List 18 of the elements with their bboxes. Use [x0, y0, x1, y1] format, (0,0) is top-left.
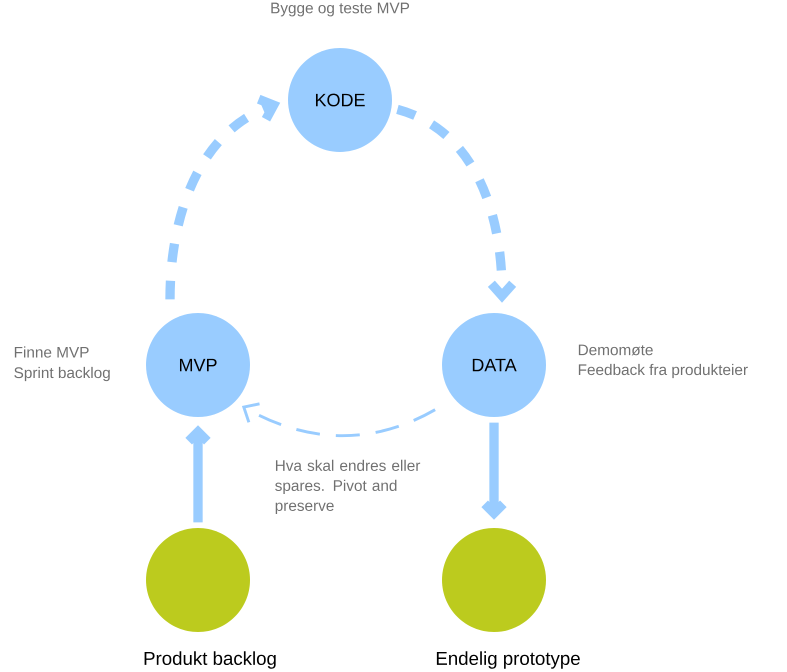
circle-node: KODE: [288, 48, 392, 152]
arrow: [165, 94, 280, 300]
note-text: Hva skal endres eller spares. Pivot and preserve: [275, 460, 420, 514]
node-label: Bygge og teste MVP: [271, 2, 410, 16]
arrow: [185, 425, 211, 522]
node-label: Endelig prototype: [436, 651, 580, 669]
node-label: Produkt backlog: [144, 651, 276, 669]
node-label: Demomøte: [578, 344, 653, 356]
node-label: Finne MVP: [14, 346, 89, 358]
circle-node: MVP: [146, 313, 250, 417]
circle-node: [146, 528, 250, 632]
circle-node: [442, 528, 546, 632]
node-label: Sprint backlog: [14, 366, 110, 382]
arrow: [481, 422, 507, 520]
arrow: [242, 402, 436, 438]
circle-node: DATA: [442, 313, 546, 417]
arrow: [396, 104, 516, 303]
node-label: Feedback fra produkteier: [578, 364, 748, 378]
